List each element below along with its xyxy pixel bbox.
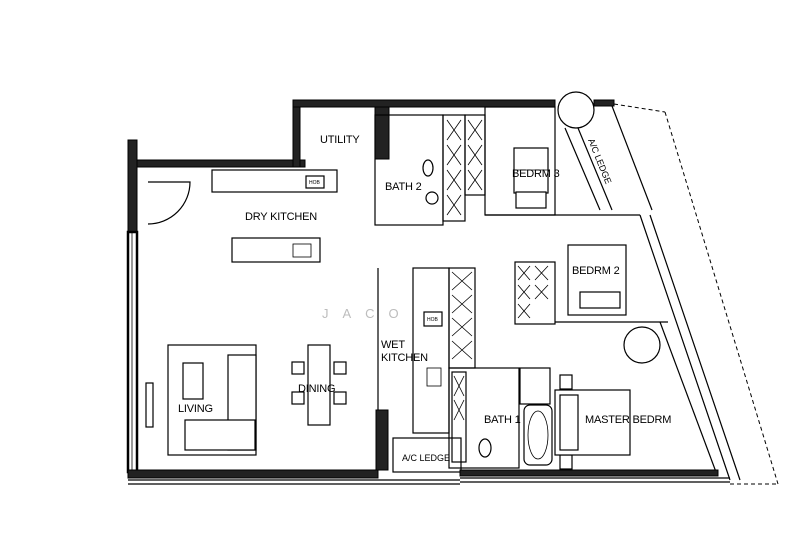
dining-table: [307, 344, 331, 426]
label-dry-kitchen: DRY KITCHEN: [245, 211, 317, 223]
label-ac-ledge-top: A/C LEDGE: [586, 137, 613, 185]
label-bedrm2: BEDRM 2: [572, 265, 620, 277]
svg-text:HOB: HOB: [427, 317, 439, 323]
column-right: [623, 326, 661, 364]
svg-text:HOB: HOB: [309, 180, 321, 186]
top-wall-left: [136, 159, 306, 168]
label-utility: UTILITY: [320, 134, 360, 146]
label-wet-kitchen-1: WET: [381, 339, 405, 351]
label-bath1: BATH 1: [484, 414, 521, 426]
label-living: LIVING: [178, 403, 213, 415]
label-ac-ledge-bottom: A/C LEDGE: [402, 453, 450, 463]
label-dining: DINING: [298, 383, 335, 395]
left-window-wall: [126, 230, 139, 474]
label-master-bedrm: MASTER BEDRM: [585, 414, 671, 426]
column-top: [557, 91, 595, 129]
watermark: JACO: [322, 306, 413, 321]
label-bath2: BATH 2: [385, 181, 422, 193]
entry-door-swing: [147, 181, 191, 225]
label-bedrm3: BEDRM 3: [512, 168, 560, 180]
label-wet-kitchen-2: KITCHEN: [381, 352, 428, 364]
bottom-wall-right: [459, 469, 719, 477]
top-wall-upper: [292, 99, 556, 108]
bottom-wall-left: [127, 469, 379, 479]
kitchen-island: [231, 237, 321, 263]
